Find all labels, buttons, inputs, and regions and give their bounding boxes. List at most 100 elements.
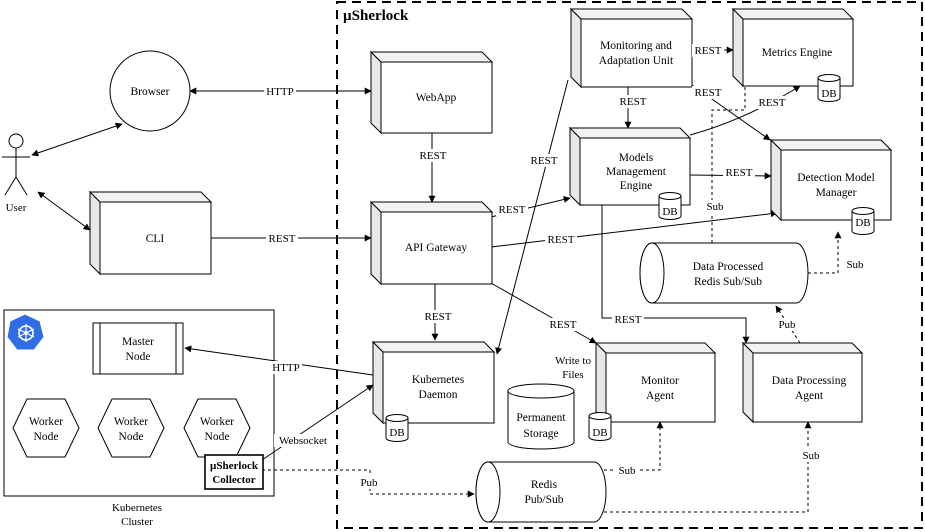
label-rest-monitoring-detection: REST (695, 87, 722, 99)
detection-label-2: Manager (816, 187, 857, 199)
kubernetes-logo-icon (6, 313, 45, 351)
label-rest-dataproc: REST (615, 314, 642, 326)
redis-label-1: Redis (531, 479, 558, 491)
label-rest-daemon: REST (425, 311, 452, 323)
worker-node-3: Worker Node (183, 398, 251, 458)
monitor-agent-node: Monitor Agent (594, 341, 717, 424)
metrics-engine-label: Metrics Engine (762, 47, 833, 59)
write-files-label-1: Write to (555, 355, 591, 367)
edge-gateway-detection (490, 210, 778, 248)
edge-gateway-monitor (490, 282, 597, 344)
daemon-label-2: Daemon (419, 389, 458, 401)
detection-db-label: DB (855, 217, 870, 229)
monitoring-unit-node: Monitoring and Adaptation Unit (569, 7, 694, 89)
monitor-db-label: DB (592, 427, 607, 439)
models-label-3: Engine (620, 180, 653, 192)
usherlock-boundary: µSherlock (336, 1, 923, 529)
metrics-db-label: DB (821, 88, 836, 100)
collector-label-2: Collector (212, 474, 255, 486)
write-files-label-2: Files (562, 369, 583, 381)
edge-redis-detection (808, 231, 842, 274)
detection-db-icon (851, 207, 875, 235)
label-rest-detection: REST (548, 234, 575, 246)
models-management-node: Models Management Engine (568, 126, 692, 207)
edge-dataproc-redis (775, 305, 801, 344)
daemon-label-1: Kubernetes (412, 374, 465, 386)
daemon-db-icon (385, 414, 409, 442)
edge-user-cli (37, 191, 91, 231)
permanent-storage-label-2: Storage (523, 428, 558, 440)
edge-collector-daemon (261, 384, 374, 461)
label-sub-dataproc: Sub (802, 450, 820, 462)
models-db-label: DB (662, 206, 677, 218)
usherlock-collector-node: µSherlock Collector (204, 454, 264, 490)
edge-models-metrics (689, 85, 801, 136)
cli-node: CLI (88, 190, 213, 276)
label-rest-monitoring-daemon: REST (531, 155, 558, 167)
label-rest-metrics: REST (695, 45, 722, 57)
monitor-db-icon (588, 412, 612, 441)
models-label-2: Management (606, 166, 667, 178)
label-sub-metrics: Sub (706, 201, 724, 213)
label-rest-cli: REST (269, 233, 296, 245)
redis-pubsub-node (475, 461, 607, 523)
label-pub-collector: Pub (360, 477, 378, 489)
monitoring-label-2: Adaptation Unit (599, 55, 674, 67)
label-pub-dataproc: Pub (778, 319, 796, 331)
label-rest-models-metrics: REST (759, 97, 786, 109)
label-rest-webapp: REST (420, 150, 447, 162)
label-rest-models-detection: REST (726, 167, 753, 179)
label-websocket: Websocket (279, 435, 327, 447)
label-sub-monitor: Sub (618, 465, 636, 477)
metrics-db-icon (817, 74, 841, 102)
dataproc-label-2: Agent (795, 390, 824, 402)
edge-labels: HTTP REST REST REST REST REST REST REST … (264, 44, 868, 489)
edge-redis-monitor (604, 421, 664, 471)
master-node (92, 322, 184, 375)
edges (31, 46, 801, 461)
master-label-2: Node (126, 351, 151, 363)
webapp-label: WebApp (416, 92, 457, 104)
label-http-master: HTTP (272, 362, 300, 374)
monitor-agent-label-2: Agent (646, 390, 675, 402)
master-label-1: Master (122, 336, 154, 348)
label-rest-monitor-agent: REST (550, 319, 577, 331)
models-label-1: Models (619, 152, 654, 164)
worker2-label-1: Worker (114, 416, 148, 428)
browser-node: Browser (109, 50, 191, 132)
user-icon (2, 133, 30, 196)
kubernetes-cluster: Kubernetes Cluster (3, 309, 275, 528)
dataproc-label-1: Data Processing (772, 375, 847, 387)
api-gateway-node: API Gateway (369, 200, 494, 286)
user-label: User (6, 202, 27, 214)
detection-label-1: Detection Model (797, 172, 875, 184)
webapp-node: WebApp (369, 50, 494, 135)
label-rest-models: REST (499, 204, 526, 216)
cluster-caption-1: Kubernetes (112, 502, 162, 514)
edge-user-browser (31, 122, 123, 157)
models-db-icon (658, 192, 682, 220)
worker-node-2: Worker Node (97, 398, 165, 458)
usherlock-title: µSherlock (343, 8, 409, 24)
data-processed-label-2: Redis Sub/Sub (694, 276, 762, 288)
daemon-db-label: DB (389, 427, 404, 439)
monitor-agent-label-1: Monitor (641, 375, 679, 387)
worker2-label-2: Node (119, 431, 144, 443)
redis-label-2: Pub/Sub (525, 494, 564, 506)
api-gateway-label: API Gateway (405, 242, 468, 254)
worker3-label-2: Node (205, 431, 230, 443)
edge-monitoring-daemon (495, 79, 569, 355)
worker1-label-2: Node (34, 431, 59, 443)
kubernetes-daemon-node: Kubernetes Daemon (371, 340, 496, 425)
cluster-caption-2: Cluster (121, 516, 153, 528)
worker1-label-1: Worker (29, 416, 63, 428)
data-processing-agent-node: Data Processing Agent (741, 341, 864, 424)
monitoring-label-1: Monitoring and (600, 40, 672, 52)
data-processed-label-1: Data Processed (693, 261, 764, 273)
label-rest-monitoring-models: REST (620, 96, 647, 108)
data-processed-redis-node (639, 242, 809, 304)
worker3-label-1: Worker (200, 416, 234, 428)
edge-redis-metrics (711, 79, 749, 243)
label-sub-detection: Sub (846, 259, 864, 271)
collector-label-1: µSherlock (210, 460, 259, 472)
